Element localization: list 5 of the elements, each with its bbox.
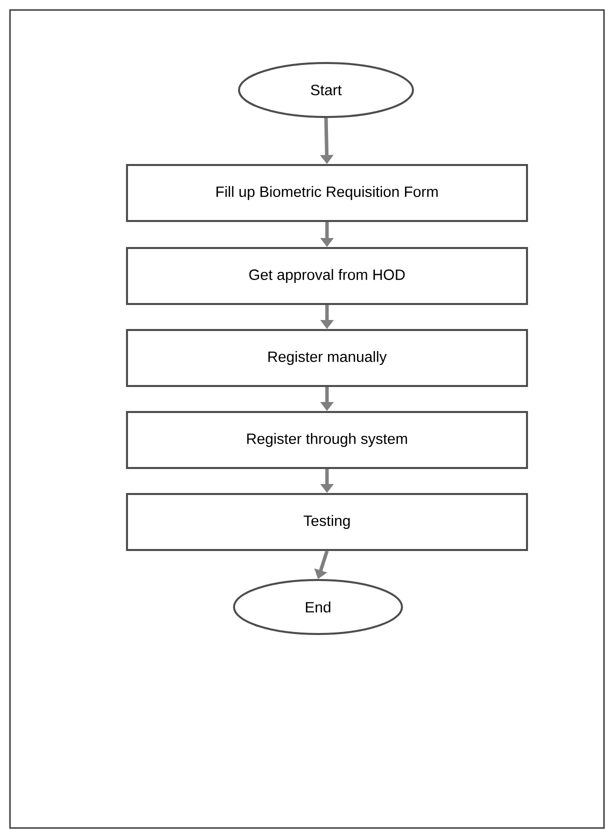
process-box: Register through system bbox=[126, 411, 528, 469]
process-box: Register manually bbox=[126, 329, 528, 387]
process-box: Get approval from HOD bbox=[126, 247, 528, 305]
process-box: Fill up Biometric Requisition Form bbox=[126, 164, 528, 222]
process-box: Testing bbox=[126, 493, 528, 551]
